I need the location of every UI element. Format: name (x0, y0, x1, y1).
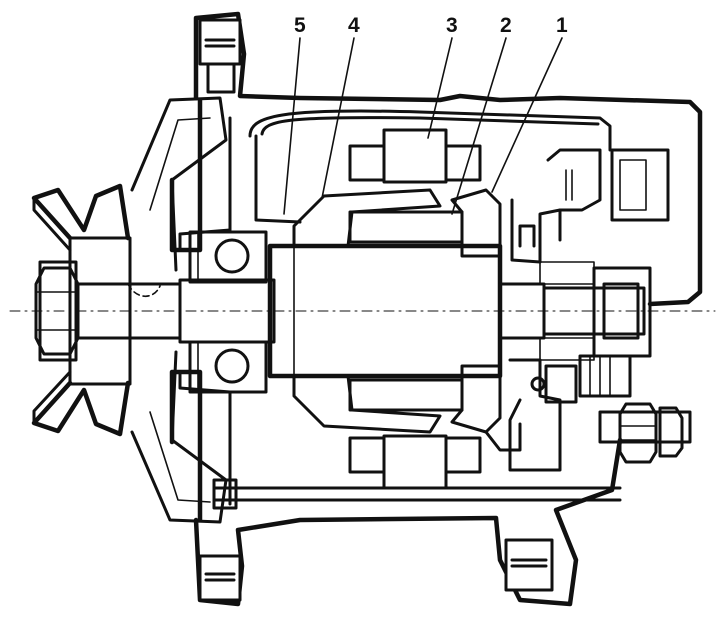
leader-5 (283, 37, 301, 215)
front-bearing (188, 230, 268, 394)
output-terminal (598, 402, 692, 464)
callout-2: 2 (500, 14, 512, 37)
shaft (76, 278, 646, 344)
callout-5: 5 (294, 14, 306, 37)
pulley (31, 183, 132, 437)
leader-3 (427, 37, 453, 139)
stator (248, 109, 612, 490)
leader-2 (451, 37, 507, 215)
leader-4 (321, 37, 355, 199)
callout-1: 1 (556, 14, 568, 37)
callout-3: 3 (446, 14, 458, 37)
rear-bearing (539, 261, 652, 361)
leader-1 (491, 37, 563, 193)
leader-lines (283, 37, 563, 215)
callout-4: 4 (348, 14, 360, 37)
rectifier-assembly (484, 148, 670, 472)
